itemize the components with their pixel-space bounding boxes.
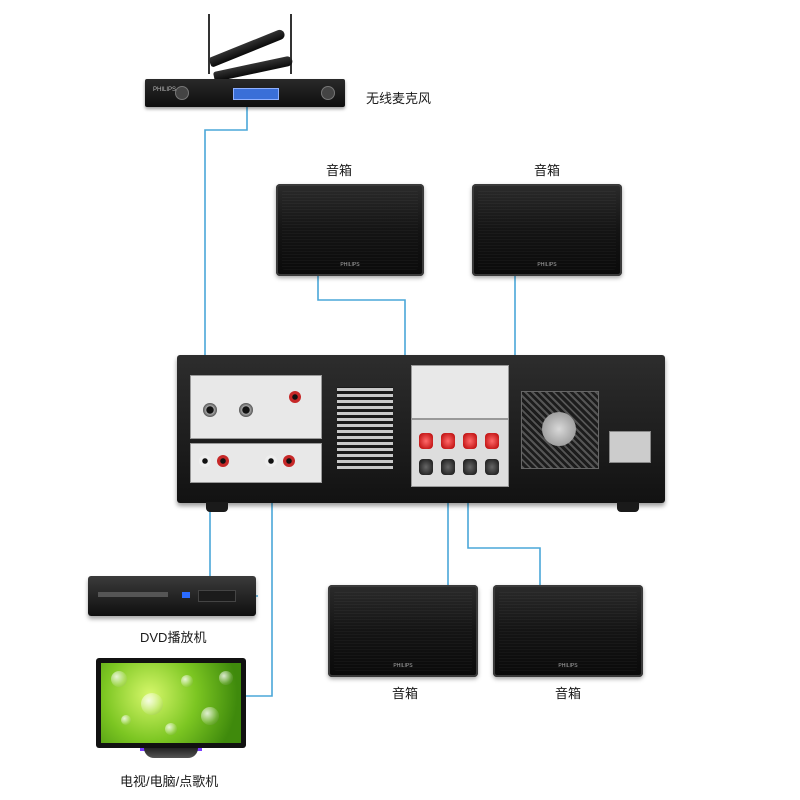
tv-icon (96, 658, 246, 748)
receiver-display (233, 88, 279, 100)
speaker-terminal (419, 433, 433, 449)
water-drop (181, 675, 193, 687)
tv-stand (144, 748, 198, 758)
speaker-terminal (463, 433, 477, 449)
power-socket-icon (609, 431, 651, 463)
vent-grille (337, 387, 393, 469)
label-speaker-bottom-left: 音箱 (392, 686, 419, 701)
speaker-terminal (463, 459, 477, 475)
speaker-logo: PHILIPS (393, 663, 413, 669)
mic-input-panel (190, 375, 322, 439)
speaker-logo: PHILIPS (340, 262, 360, 268)
receiver-knob (321, 86, 335, 100)
antenna-right (290, 14, 292, 74)
speaker-terminal (441, 433, 455, 449)
speaker-output-panel (411, 419, 509, 487)
wireless-mic-set (140, 10, 360, 110)
speaker-terminal (485, 459, 499, 475)
label-wireless-mic: 无线麦克风 (366, 91, 432, 106)
microphone-receiver-icon: PHILIPS (145, 79, 345, 107)
speaker-icon: PHILIPS (493, 585, 643, 677)
water-drop (219, 671, 233, 685)
amp-foot (206, 502, 228, 512)
speaker-icon: PHILIPS (328, 585, 478, 677)
speaker-logo: PHILIPS (558, 663, 578, 669)
speaker-logo: PHILIPS (537, 262, 557, 268)
speaker-terminal (419, 459, 433, 475)
receiver-brand-logo: PHILIPS (153, 87, 177, 93)
rca-jack (265, 455, 277, 467)
water-drop (121, 715, 131, 725)
label-speaker-bottom-right: 音箱 (555, 686, 582, 701)
tv-screen (101, 663, 241, 743)
rca-jack (289, 391, 301, 403)
rca-jack (283, 455, 295, 467)
water-drop (201, 707, 219, 725)
fan-hub (542, 412, 576, 446)
label-plate (411, 365, 509, 419)
mic-jack (239, 403, 253, 417)
dvd-display (198, 590, 236, 602)
wire-mic-to-amp (204, 104, 248, 375)
label-speaker-top-left: 音箱 (326, 163, 353, 178)
speaker-icon: PHILIPS (472, 184, 622, 276)
rca-jack (217, 455, 229, 467)
speaker-terminal (441, 459, 455, 475)
dvd-indicator (182, 592, 190, 598)
audio-input-panel (190, 443, 322, 483)
label-tv-pc-karaoke: 电视/电脑/点歌机 (120, 774, 219, 789)
water-drop (141, 693, 163, 715)
rca-jack (199, 455, 211, 467)
amplifier-icon (177, 355, 665, 503)
label-dvd-player: DVD播放机 (140, 630, 207, 645)
receiver-knob (175, 86, 189, 100)
mic-jack (203, 403, 217, 417)
label-speaker-top-right: 音箱 (534, 163, 561, 178)
dvd-player-icon (88, 576, 256, 616)
speaker-terminal (485, 433, 499, 449)
antenna-left (208, 14, 210, 74)
speaker-icon: PHILIPS (276, 184, 424, 276)
water-drop (111, 671, 127, 687)
water-drop (165, 723, 177, 735)
dvd-tray (98, 592, 168, 597)
amp-foot (617, 502, 639, 512)
